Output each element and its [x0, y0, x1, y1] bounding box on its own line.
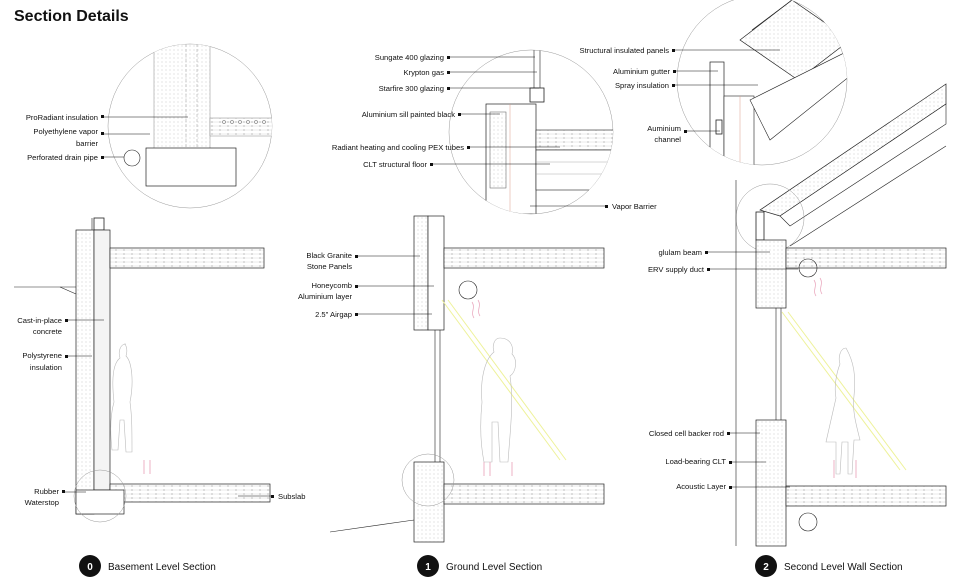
- label-glulam: glulam beam: [659, 248, 702, 257]
- section-drawing-second: [735, 83, 947, 547]
- section-badge-0: [79, 555, 101, 577]
- label-load-clt: Load-bearing CLT: [665, 457, 726, 466]
- label-radiant-pex: Radiant heating and cooling PEX tubes: [332, 143, 464, 152]
- section-title-0: Basement Level Section: [108, 562, 216, 573]
- label-alu-channel-2: channel: [654, 135, 681, 144]
- label-acoustic: Acoustic Layer: [676, 482, 726, 491]
- label-sill: Aluminium sill painted black: [362, 110, 455, 119]
- label-vapor-barrier: Vapor Barrier: [612, 202, 657, 211]
- section-title-2: Second Level Wall Section: [784, 562, 903, 573]
- section-drawing-basement: [14, 217, 271, 523]
- label-spray: Spray insulation: [615, 81, 669, 90]
- section-caption-0: 0 Basement Level Section: [79, 555, 216, 577]
- label-gutter: Aluminium gutter: [613, 67, 670, 76]
- label-granite-1: Black Granite: [306, 251, 352, 260]
- detail-circle-ground: [448, 49, 614, 215]
- page-title: Section Details: [14, 8, 129, 25]
- label-erv: ERV supply duct: [648, 265, 705, 274]
- label-cast-concrete-1: Cast-in-place: [17, 316, 62, 325]
- label-poly-vapor-1: Polyethylene vapor: [33, 127, 98, 136]
- section-number-0: 0: [87, 562, 93, 573]
- label-polystyrene-1: Polystyrene: [22, 351, 62, 360]
- section-number-2: 2: [763, 562, 769, 573]
- section-badge-2: [755, 555, 777, 577]
- section-caption-1: 1 Ground Level Section: [417, 555, 542, 577]
- section-drawing-ground: [329, 215, 605, 543]
- section-title-1: Ground Level Section: [446, 562, 542, 573]
- section-caption-2: 2 Second Level Wall Section: [755, 555, 903, 577]
- section-badge-1: [417, 555, 439, 577]
- label-cast-concrete-2: concrete: [33, 327, 62, 336]
- label-drain-pipe: Perforated drain pipe: [27, 153, 98, 162]
- label-honeycomb-2: Aluminium layer: [298, 292, 352, 301]
- label-sip: Structural insulated panels: [580, 46, 670, 55]
- label-polystyrene-2: insulation: [30, 363, 62, 372]
- leader-lines: [62, 49, 798, 498]
- label-poly-vapor-2: barrier: [76, 139, 98, 148]
- label-honeycomb-1: Honeycomb: [311, 281, 352, 290]
- label-subslab: Subslab: [278, 492, 305, 501]
- label-alu-channel-1: Auminium: [647, 124, 681, 133]
- label-rubber-2: Waterstop: [25, 498, 59, 507]
- section-number-1: 1: [425, 562, 431, 573]
- label-proradiant: ProRadiant insulation: [26, 113, 98, 122]
- label-backer-rod: Closed cell backer rod: [649, 429, 724, 438]
- label-starfire: Starfire 300 glazing: [379, 84, 444, 93]
- labels: ProRadiant insulation Polyethylene vapor…: [17, 46, 726, 507]
- detail-circle-second: [676, 0, 848, 166]
- label-rubber-1: Rubber: [34, 487, 59, 496]
- label-granite-2: Stone Panels: [307, 262, 352, 271]
- detail-circle-basement: [107, 43, 273, 209]
- label-sungate: Sungate 400 glazing: [375, 53, 444, 62]
- label-airgap: 2.5" Airgap: [315, 310, 352, 319]
- label-krypton: Krypton gas: [403, 68, 444, 77]
- label-clt-floor: CLT structural floor: [363, 160, 427, 169]
